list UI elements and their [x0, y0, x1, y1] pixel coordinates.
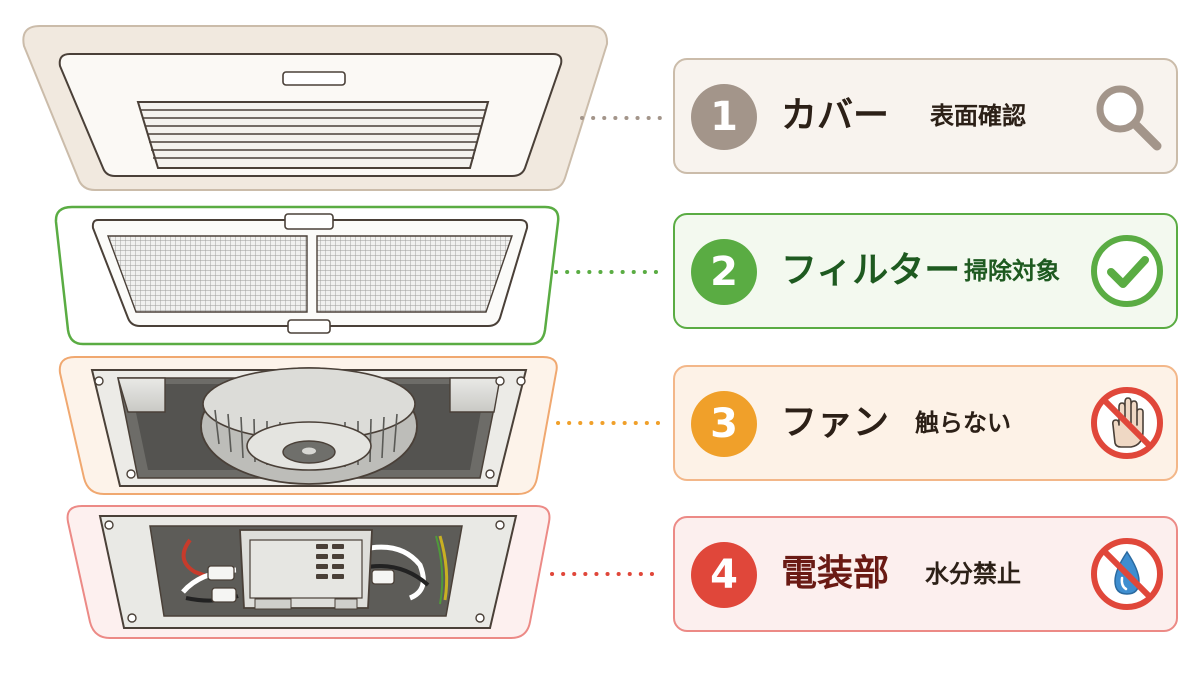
no-water-icon: [1089, 536, 1165, 612]
part-name: 電装部: [781, 553, 890, 594]
part-instruction: 水分禁止: [925, 560, 1021, 588]
step-number-badge: 4: [691, 542, 757, 608]
label-card-filter: 2 フィルター 掃除対象: [673, 213, 1178, 329]
label-card-electrical: 4 電装部 水分禁止: [673, 516, 1178, 632]
label-card-cover: 1 カバー 表面確認: [673, 58, 1178, 174]
part-name: カバー: [781, 95, 890, 136]
part-instruction: 表面確認: [930, 102, 1026, 130]
step-number-badge: 3: [691, 391, 757, 457]
part-instruction: 掃除対象: [964, 257, 1060, 285]
step-number-badge: 1: [691, 84, 757, 150]
magnifier-icon: [1089, 78, 1165, 154]
cover-panel: [22, 25, 609, 191]
electrical-box: [66, 505, 551, 639]
part-name: ファン: [781, 402, 890, 443]
leader-lines: [550, 116, 664, 576]
filter-panel: [54, 205, 560, 346]
no-touch-icon: [1089, 385, 1165, 461]
part-instruction: 触らない: [915, 409, 1011, 437]
check-circle-icon: [1089, 233, 1165, 309]
label-card-fan: 3 ファン 触らない: [673, 365, 1178, 481]
fan-assembly: [58, 356, 558, 495]
step-number-badge: 2: [691, 239, 757, 305]
part-name: フィルター: [781, 250, 961, 291]
